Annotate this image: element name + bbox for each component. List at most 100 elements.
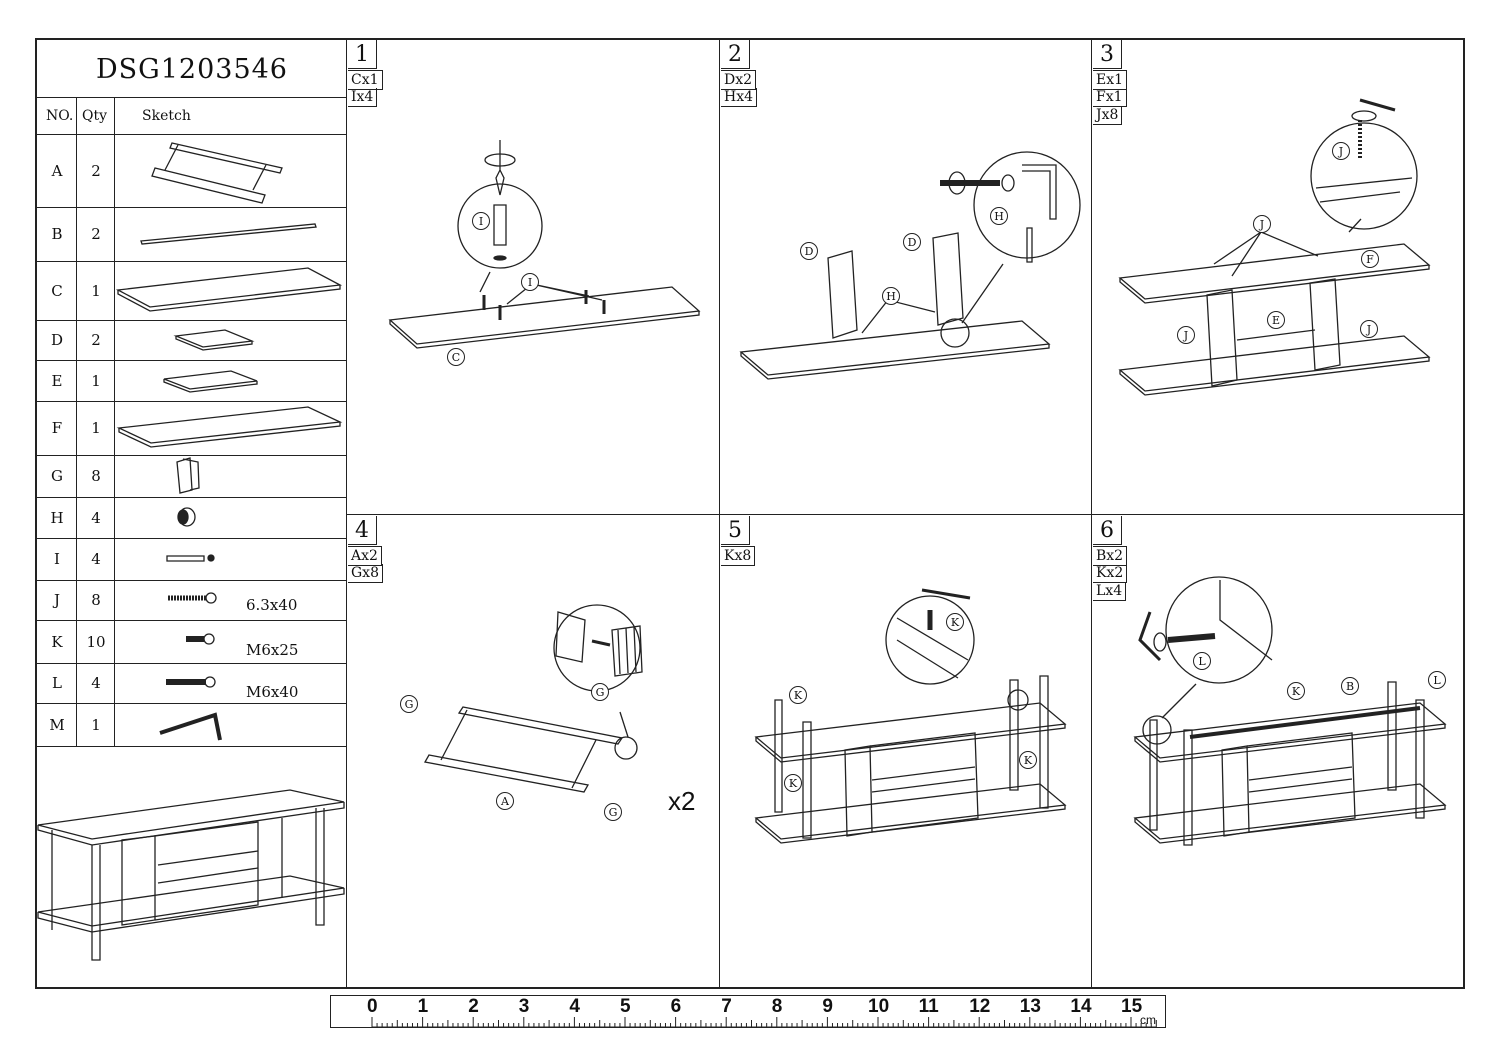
part-callout: L (1428, 671, 1446, 689)
ruler-label: 9 (822, 996, 833, 1017)
part-callout: H (990, 207, 1008, 225)
table-row-line (35, 360, 347, 361)
ruler-label: 8 (771, 996, 783, 1017)
part-callout: E (1267, 311, 1285, 329)
part-qty: 2 (91, 331, 101, 349)
table-row-line (35, 620, 347, 621)
part-callout: B (1341, 677, 1359, 695)
part-qty: 2 (91, 161, 101, 180)
table-top-line (35, 97, 347, 98)
document-code: DSG1203546 (96, 53, 288, 85)
step-4-part: Gx8 (348, 564, 383, 583)
step-3-number: 3 (1093, 40, 1122, 69)
table-row-line (35, 538, 347, 539)
ruler-label: 2 (468, 996, 479, 1017)
ruler-label: 3 (518, 996, 530, 1017)
part-callout: K (784, 774, 802, 792)
part-callout: J (1332, 142, 1350, 160)
ruler-label: 4 (569, 996, 580, 1017)
step-3-part: Ex1 (1093, 70, 1128, 90)
part-callout: L (1193, 652, 1211, 670)
step-1-part: Cx1 (348, 70, 383, 90)
ruler-label: 10 (868, 996, 890, 1017)
step-6-part: Kx2 (1093, 564, 1128, 583)
ruler-label: 1 (417, 996, 429, 1017)
step-5-part: Kx8 (721, 546, 756, 566)
part-qty: 4 (91, 508, 101, 527)
part-callout: G (591, 683, 609, 701)
step-3-part: Jx8 (1093, 106, 1123, 125)
part-letter: L (52, 674, 62, 692)
part-callout: D (800, 242, 818, 260)
step-4-part: Ax2 (348, 546, 382, 566)
part-letter: E (51, 371, 63, 390)
table-header-line (35, 134, 347, 135)
step-2-part: Dx2 (721, 70, 757, 90)
divider-row (346, 514, 1465, 515)
part-qty: 1 (91, 281, 101, 300)
table-row-line (35, 261, 347, 262)
divider-col-3 (1091, 38, 1092, 989)
divider-col-2 (719, 38, 720, 989)
ruler-label: 7 (721, 996, 732, 1017)
part-callout: I (521, 273, 539, 291)
ruler-label: 5 (620, 996, 631, 1017)
table-row-line (35, 401, 347, 402)
part-qty: 10 (86, 632, 106, 651)
divider-parts-list (346, 38, 347, 989)
part-qty: 4 (91, 674, 101, 692)
part-callout: H (882, 287, 900, 305)
part-callout: K (946, 613, 964, 631)
part-callout: K (1287, 682, 1305, 700)
part-callout: J (1253, 215, 1271, 233)
table-row-line (35, 455, 347, 456)
part-qty: 1 (91, 715, 101, 734)
ruler-label: 12 (969, 996, 991, 1017)
part-size: M6x25 (246, 641, 299, 659)
step-6-part: Lx4 (1093, 582, 1127, 601)
part-qty: 4 (91, 550, 101, 568)
ruler-label: 14 (1070, 996, 1092, 1017)
part-qty: 2 (91, 225, 101, 243)
step-1-number: 1 (348, 40, 377, 69)
table-row-line (35, 580, 347, 581)
table-row-line (35, 703, 347, 704)
ruler-label: 15 (1121, 996, 1143, 1017)
part-letter: C (51, 281, 63, 300)
table-bottom-line (35, 746, 347, 747)
ruler-label: 0 (367, 996, 378, 1017)
step-2-part: Hx4 (721, 88, 758, 107)
table-row-line (35, 207, 347, 208)
part-letter: H (50, 508, 64, 527)
table-col-line (114, 97, 115, 747)
step-5-number: 5 (721, 516, 750, 545)
table-row-line (35, 497, 347, 498)
step-1-part: Ix4 (348, 88, 378, 107)
part-qty: 8 (91, 591, 101, 609)
table-row-line (35, 320, 347, 321)
part-size: M6x40 (246, 683, 299, 701)
part-letter: M (49, 715, 65, 734)
part-callout: G (400, 695, 418, 713)
part-callout: I (472, 212, 490, 230)
step-4-number: 4 (348, 516, 377, 545)
part-size: 6.3x40 (246, 596, 298, 614)
instruction-sheet-frame (35, 38, 1465, 989)
part-letter: I (54, 550, 60, 568)
part-letter: K (51, 632, 63, 651)
part-letter: G (51, 467, 63, 485)
part-callout: A (496, 792, 514, 810)
header-no: NO. (46, 108, 74, 124)
step-6-number: 6 (1093, 516, 1122, 545)
ruler-label: 6 (670, 996, 682, 1017)
part-callout: K (1019, 751, 1037, 769)
part-callout: G (604, 803, 622, 821)
ruler-label: 11 (918, 996, 939, 1017)
ruler-label: 13 (1019, 996, 1041, 1017)
part-letter: B (51, 225, 63, 243)
part-callout: C (447, 348, 465, 366)
part-callout: J (1177, 326, 1195, 344)
part-qty: 1 (91, 419, 101, 437)
